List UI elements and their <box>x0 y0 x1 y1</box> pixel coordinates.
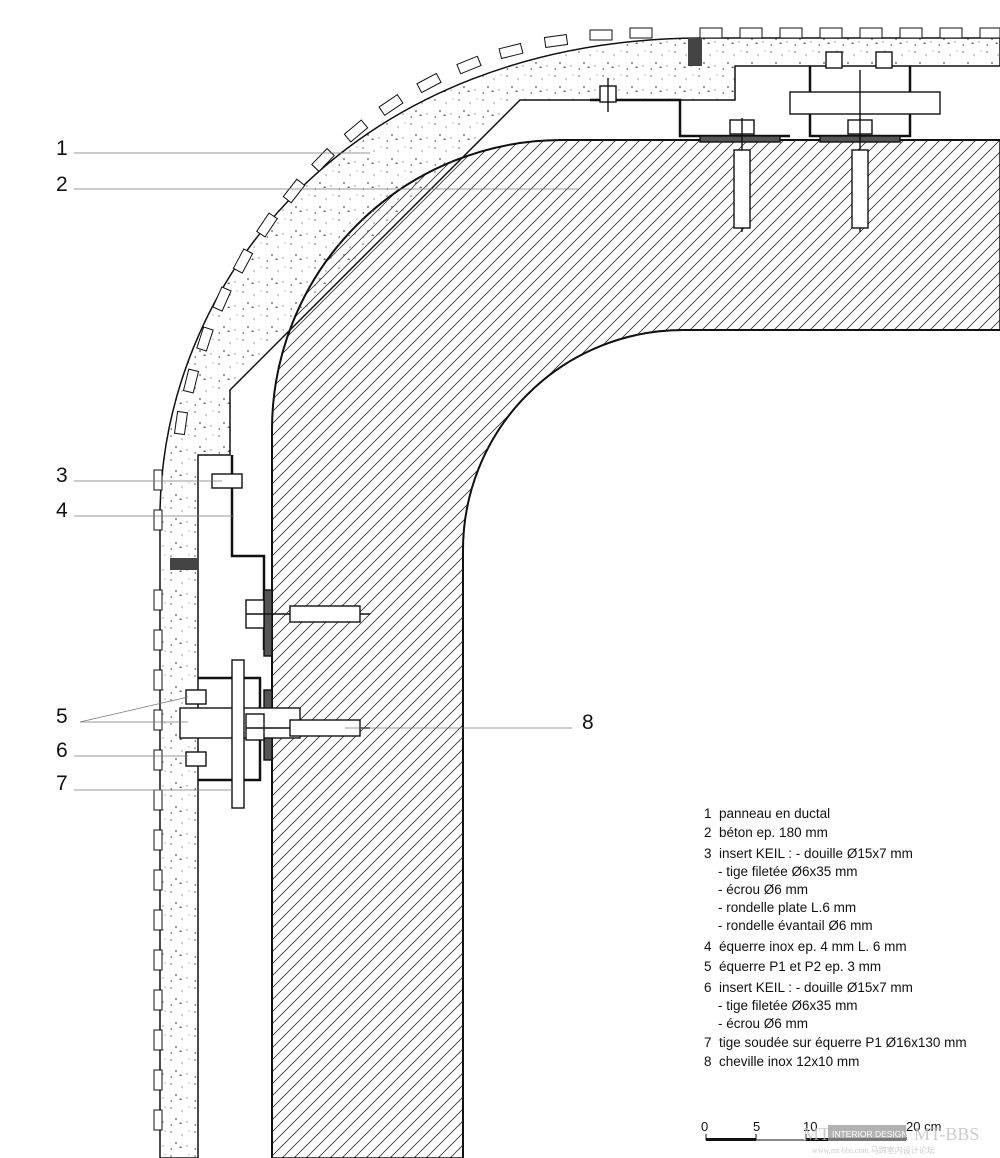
legend-line: - tige filetée Ø6x35 mm <box>718 998 858 1013</box>
legend-line: - tige filetée Ø6x35 mm <box>718 864 858 879</box>
callout-1: 1 <box>56 137 68 160</box>
callout-4: 4 <box>56 499 68 522</box>
ductal-panel <box>159 37 1000 1158</box>
watermark-mt-bbs: MT-BBS <box>914 1124 979 1144</box>
panel-joint-left <box>170 558 198 570</box>
legend-line: - rondelle plate L.6 mm <box>718 900 856 915</box>
watermark-logo: MT INTERIOR DESIGN MT-BBS www.mt-bbs.com… <box>803 1124 979 1155</box>
legend-line: 2 béton ep. 180 mm <box>704 825 828 840</box>
watermark-subtext: www.mt-bbs.com 马蹄室内设计论坛 <box>812 1145 935 1155</box>
legend-line: 4 équerre inox ep. 4 mm L. 6 mm <box>704 939 907 954</box>
callout-5: 5 <box>56 705 68 728</box>
legend-line: 1 panneau en ductal <box>704 806 830 821</box>
legend-line: 5 équerre P1 et P2 ep. 3 mm <box>704 959 881 974</box>
top-bracket-assembly <box>590 51 941 232</box>
scale-tick-5: 5 <box>753 1119 760 1134</box>
panel-teeth-top <box>173 27 1000 436</box>
legend-line: 8 cheville inox 12x10 mm <box>704 1054 859 1069</box>
callout-7: 7 <box>56 772 68 795</box>
legend-line: - écrou Ø6 mm <box>718 1016 808 1031</box>
scale-tick-10: 10 <box>803 1119 817 1134</box>
legend: 1 panneau en ductal 2 béton ep. 180 mm 3… <box>704 806 967 1069</box>
legend-line: - écrou Ø6 mm <box>718 882 808 897</box>
panel-teeth-left <box>153 469 163 1131</box>
legend-line: 6 insert KEIL : - douille Ø15x7 mm <box>704 980 913 995</box>
legend-line: 3 insert KEIL : - douille Ø15x7 mm <box>704 846 913 861</box>
legend-line: 7 tige soudée sur équerre P1 Ø16x130 mm <box>704 1035 967 1050</box>
scale-tick-0: 0 <box>701 1119 708 1134</box>
callout-8: 8 <box>582 711 594 734</box>
watermark-mt: MT <box>803 1124 830 1144</box>
panel-joint-top <box>688 38 702 66</box>
watermark-badge: INTERIOR DESIGN <box>832 1129 908 1139</box>
scale-tick-20: 20 cm <box>906 1119 941 1134</box>
concrete-wall <box>271 139 1000 1158</box>
leader-lines <box>74 152 578 791</box>
callout-6: 6 <box>56 739 68 762</box>
legend-line: - rondelle évantail Ø6 mm <box>718 918 873 933</box>
left-bracket-assembly <box>179 455 370 809</box>
callout-3: 3 <box>56 464 68 487</box>
callout-2: 2 <box>56 173 68 196</box>
